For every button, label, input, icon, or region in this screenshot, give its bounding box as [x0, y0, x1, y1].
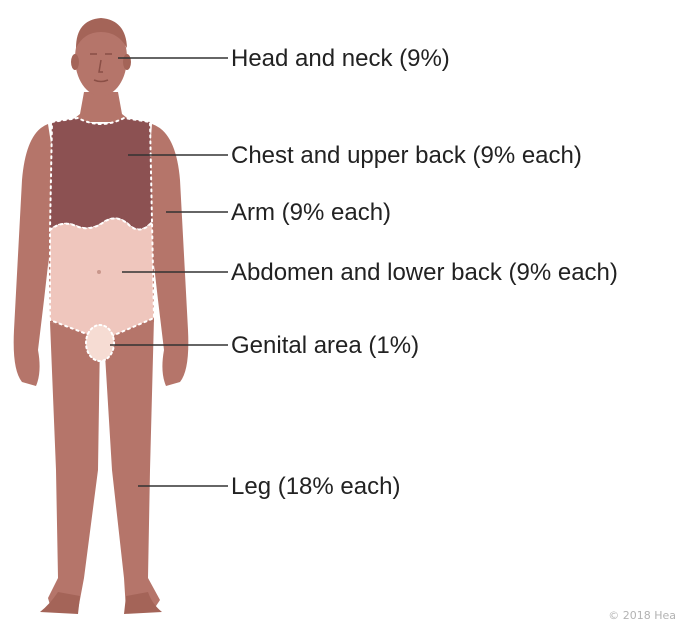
- copyright-credit: © 2018 Hea: [608, 609, 676, 622]
- left-arm: [14, 124, 52, 386]
- abdomen-lower-back-region: [50, 218, 154, 336]
- label-genital: Genital area (1%): [231, 334, 419, 358]
- neck: [70, 92, 132, 122]
- left-foot: [40, 592, 80, 614]
- right-leg: [104, 318, 160, 612]
- label-arm: Arm (9% each): [231, 201, 391, 225]
- chest-upper-back-region: [50, 118, 152, 230]
- label-abdomen-lower-back: Abdomen and lower back (9% each): [231, 261, 618, 285]
- navel: [97, 270, 101, 274]
- label-chest-upper-back: Chest and upper back (9% each): [231, 144, 582, 168]
- right-arm: [150, 124, 188, 386]
- label-head-neck: Head and neck (9%): [231, 47, 450, 71]
- right-ear: [123, 54, 131, 70]
- genital-region: [86, 325, 114, 361]
- label-leg: Leg (18% each): [231, 475, 400, 499]
- left-leg: [48, 322, 100, 612]
- left-ear: [71, 54, 79, 70]
